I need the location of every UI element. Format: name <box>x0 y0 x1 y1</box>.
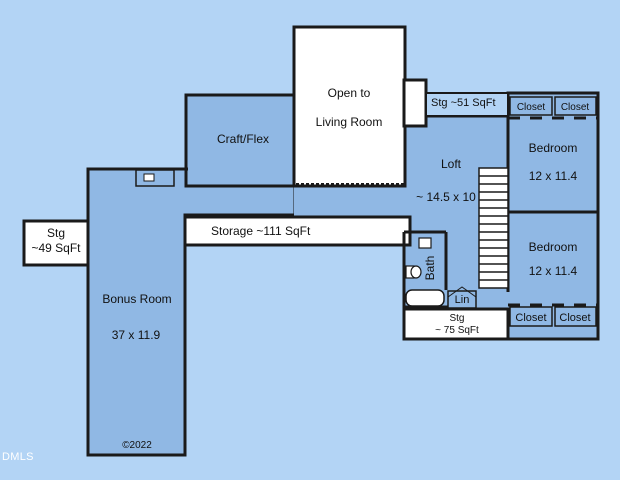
storage-top <box>402 78 428 128</box>
label-loft: Loft <box>441 157 462 171</box>
label-living-room: Living Room <box>316 115 383 129</box>
bathtub <box>405 289 445 307</box>
closet-bottom-right <box>554 306 597 327</box>
label-stg-bottom-size: ~ 75 SqFt <box>435 325 479 336</box>
watermark: DMLS <box>2 451 34 463</box>
bonus-room-area <box>86 167 297 457</box>
loft-connector <box>294 186 406 216</box>
label-bedroom-lower: Bedroom <box>529 240 578 254</box>
label-bonus-room-size: 37 x 11.9 <box>112 328 161 342</box>
label-bedroom-upper-size: 12 x 11.4 <box>529 169 578 183</box>
label-closet-top-right: Closet <box>561 102 590 113</box>
craft-notch-fixture <box>143 173 155 182</box>
storage-left <box>22 219 90 267</box>
closet-bottom-left <box>509 306 553 327</box>
closet-top-right <box>554 96 597 116</box>
label-closet-bottom-left: Closet <box>515 312 546 324</box>
storage-long <box>183 215 412 247</box>
bath-sink <box>418 237 432 249</box>
storage-bottom <box>402 307 510 341</box>
label-open-to: Open to <box>328 86 371 100</box>
label-bedroom-lower-size: 12 x 11.4 <box>529 264 578 278</box>
label-stg-left: Stg <box>47 226 65 240</box>
label-bedroom-upper: Bedroom <box>529 141 578 155</box>
closet-top-left <box>509 96 553 116</box>
staircase <box>478 167 509 289</box>
copyright-label: ©2022 <box>122 440 152 451</box>
label-stg-bottom: Stg <box>449 313 464 324</box>
label-stg-left-size: ~49 SqFt <box>31 241 81 255</box>
label-lin: Lin <box>455 294 470 306</box>
label-craft-flex: Craft/Flex <box>217 132 269 146</box>
storage-top-strip <box>425 92 509 117</box>
label-loft-size: ~ 14.5 x 10 <box>416 190 476 204</box>
label-stg-top: Stg ~51 SqFt <box>431 97 496 109</box>
open-to-living-room <box>292 25 407 188</box>
label-bath: Bath <box>423 256 437 281</box>
label-closet-top-left: Closet <box>517 102 546 113</box>
linen-closet <box>447 286 477 309</box>
label-closet-bottom-right: Closet <box>559 312 590 324</box>
label-bonus-room: Bonus Room <box>102 292 171 306</box>
craft-notch <box>135 169 175 187</box>
label-storage-long: Storage ~111 SqFt <box>211 224 311 238</box>
toilet-icon <box>405 265 422 279</box>
